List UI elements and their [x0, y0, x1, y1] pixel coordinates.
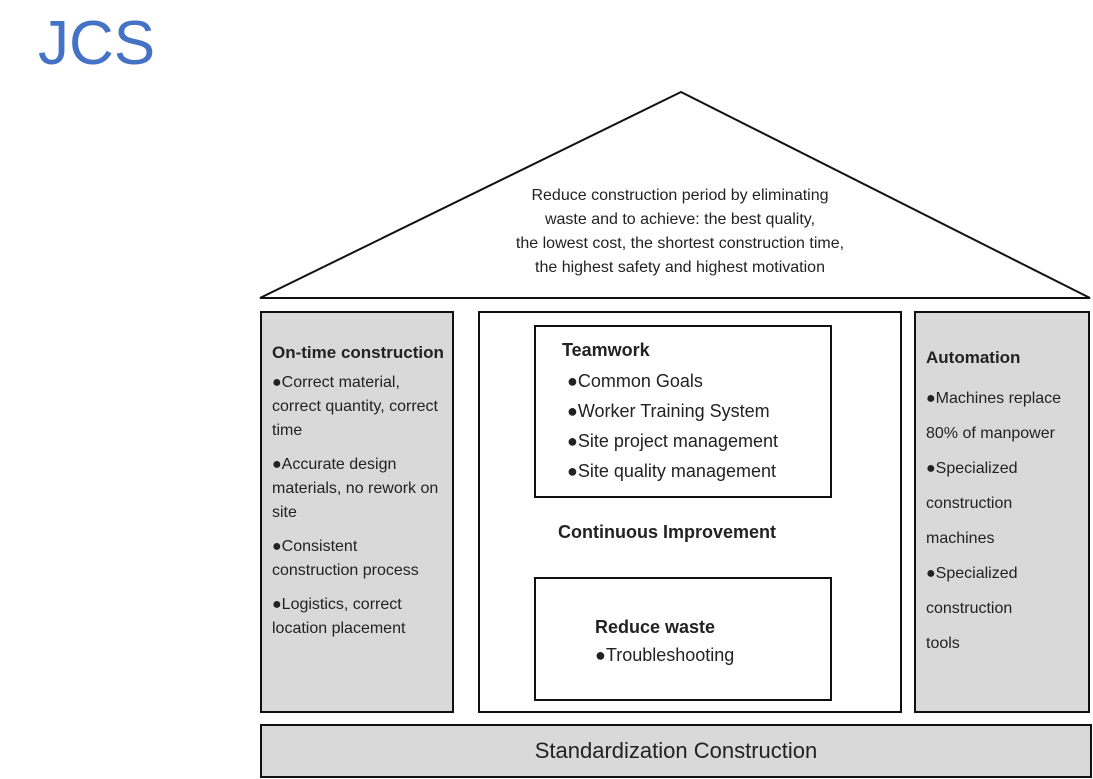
continuous-improvement-label: Continuous Improvement [558, 522, 777, 542]
pillar-heading: Automation [926, 348, 1021, 367]
pillar-item: ●Accurate design materials, no rework on… [272, 456, 439, 521]
reduce-waste-item: ●Troubleshooting [595, 645, 735, 665]
pillar-line: construction [926, 495, 1013, 512]
pillar-line: ●Specialized [926, 460, 1018, 477]
teamwork-item: ●Worker Training System [567, 401, 770, 421]
roof-line: the highest safety and highest motivatio… [535, 259, 825, 276]
teamwork-item: ●Site project management [567, 431, 778, 451]
reduce-waste-heading: Reduce waste [595, 617, 716, 637]
pillar-automation: Automation ●Machines replace 80% of manp… [914, 311, 1090, 713]
pillar-line: tools [926, 635, 960, 652]
roof-shape [259, 90, 1091, 299]
teamwork-item: ●Common Goals [567, 371, 703, 391]
pillar-line: 80% of manpower [926, 425, 1055, 442]
roof-line: Reduce construction period by eliminatin… [531, 187, 829, 204]
teamwork-item: ●Site quality management [567, 461, 776, 481]
teamwork-box: Teamwork ●Common Goals ●Worker Training … [534, 325, 832, 498]
pillar-item: ●Correct material, correct quantity, cor… [272, 374, 438, 439]
pillar-on-time-construction: On-time construction ●Correct material, … [260, 311, 454, 713]
page-title: JCS [38, 9, 156, 78]
pillar-line: ●Machines replace [926, 390, 1062, 407]
teamwork-heading: Teamwork [562, 340, 650, 360]
pillar-item: ●Logistics, correct location placement [272, 596, 406, 637]
reduce-waste-box: Reduce waste ●Troubleshooting [534, 577, 832, 701]
pillar-item: ●Consistent construction process [272, 538, 419, 579]
pillar-line: ●Specialized [926, 565, 1018, 582]
roof-line: the lowest cost, the shortest constructi… [515, 235, 845, 252]
foundation-standardization: Standardization Construction [260, 724, 1092, 778]
pillar-line: machines [926, 530, 995, 547]
roof-line: waste and to achieve: the best quality, [544, 211, 816, 228]
pillar-line: construction [926, 600, 1013, 617]
roof-goal-text: Reduce construction period by eliminatin… [440, 184, 920, 280]
pillar-heading: On-time construction [272, 343, 444, 362]
